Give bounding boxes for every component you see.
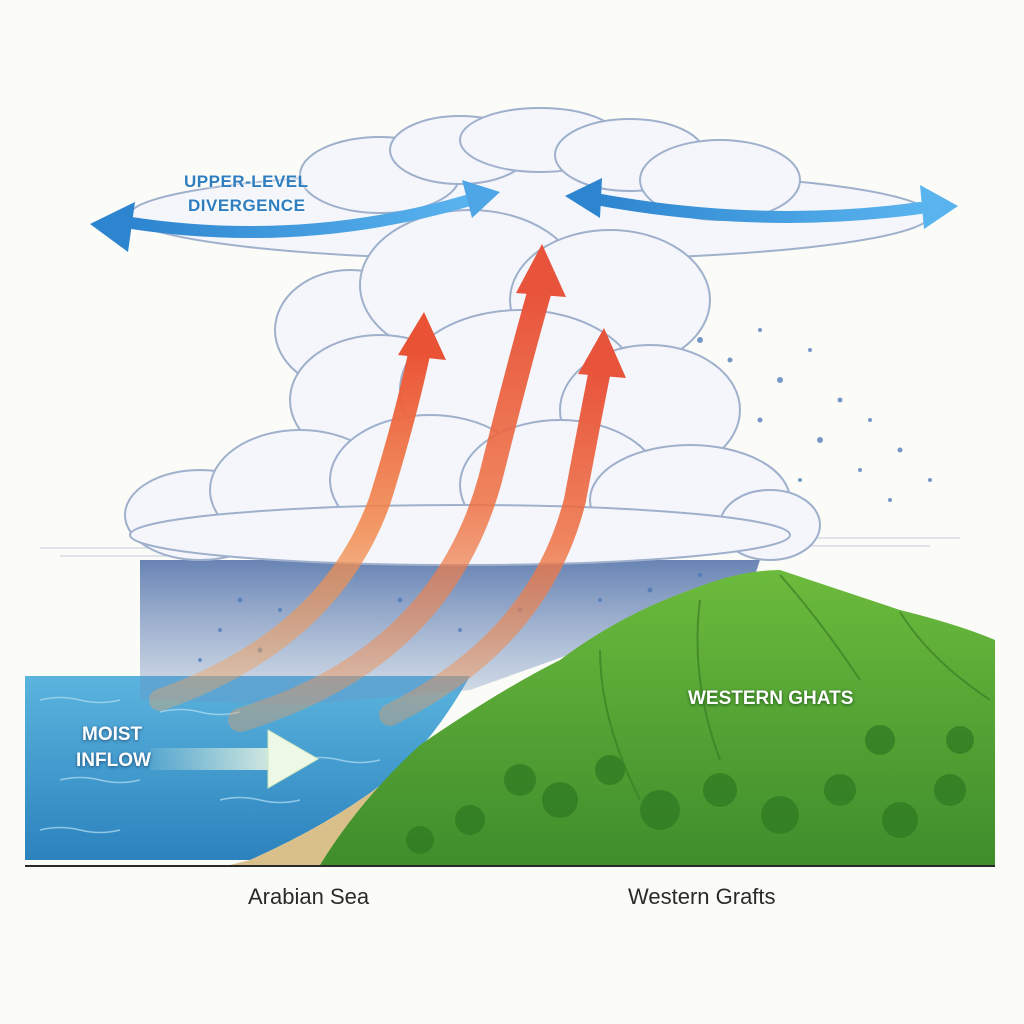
divergence-arrow-left: [90, 180, 500, 252]
cumulonimbus-cloud: [124, 107, 931, 566]
mountain-ridges: [599, 574, 991, 801]
caption-western-ghats: Western Grafts: [628, 884, 776, 909]
updraft-arrows: [149, 244, 626, 732]
sea-waves: [39, 696, 381, 834]
western-ghats-label: WESTERN GHATS: [688, 688, 854, 709]
inflow-label-line1: MOIST: [82, 724, 143, 745]
divergence-label-line2: DIVERGENCE: [188, 196, 306, 215]
caption-arabian-sea: Arabian Sea: [248, 884, 370, 909]
upper-level-divergence-label: UPPER-LEVEL DIVERGENCE: [150, 170, 350, 218]
divergence-label-line1: UPPER-LEVEL: [184, 172, 309, 191]
moist-inflow-arrow: [150, 729, 319, 789]
divergence-arrow-right: [565, 178, 958, 229]
updraft-arrow-middle: [228, 244, 566, 732]
updraft-arrow-left: [149, 312, 446, 711]
inflow-label-line2: INFLOW: [76, 750, 151, 771]
moist-inflow-label: MOIST INFLOW: [72, 722, 192, 774]
rain-curtain: [140, 560, 760, 705]
mountain-trees: [406, 725, 974, 854]
updraft-arrow-right: [379, 328, 626, 726]
